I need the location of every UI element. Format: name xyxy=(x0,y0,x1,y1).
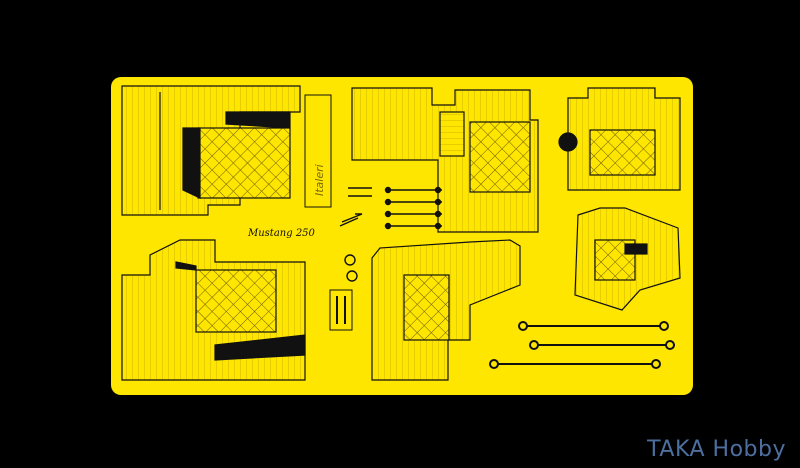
seat-part-lower xyxy=(121,239,306,381)
loop-parts xyxy=(344,254,358,282)
rod-set-upper xyxy=(384,186,442,230)
brand-strip xyxy=(304,94,332,208)
floor-part xyxy=(371,239,521,381)
side-panel-part xyxy=(574,207,681,311)
watermark: TAKA Hobby xyxy=(647,437,786,462)
rod-set-lower xyxy=(489,321,675,369)
model-script-logo: Mustang 250 xyxy=(247,228,316,239)
brand-label: Italeri xyxy=(313,164,326,196)
part-code-mark xyxy=(329,289,353,331)
small-brackets xyxy=(339,187,372,227)
seat-part-upper xyxy=(121,85,301,216)
dashboard-part xyxy=(351,87,539,233)
grille-part xyxy=(558,87,681,191)
